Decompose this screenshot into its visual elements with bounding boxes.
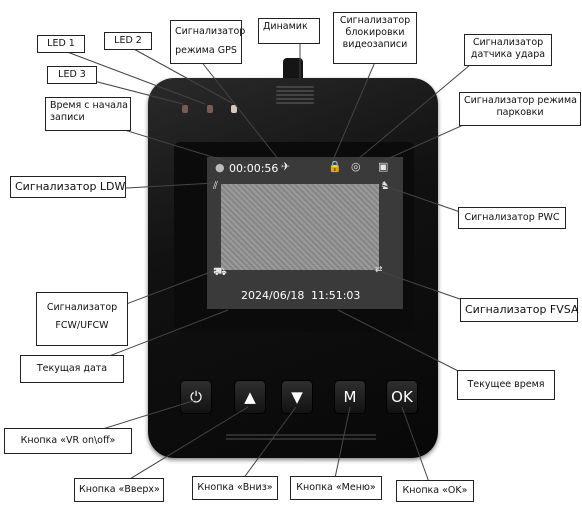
screen-rec-time: 00:00:56 xyxy=(229,162,279,175)
led-3-indicator xyxy=(182,105,188,113)
label-speaker: Динамик xyxy=(258,18,320,44)
label-fcw-line1: Сигнализатор xyxy=(46,302,118,313)
label-lock-line1: Сигнализатор xyxy=(339,15,411,26)
label-fcw: Сигнализатор FCW/UFCW xyxy=(36,292,128,346)
fvsa-icon: ⇄ xyxy=(375,265,383,275)
power-button[interactable]: ⏻ xyxy=(181,381,211,413)
bottom-vent xyxy=(226,432,376,442)
label-video-lock: Сигнализатор блокировки видеозаписи xyxy=(333,12,417,64)
label-gps-mode: Сигнализатор режима GPS xyxy=(170,20,246,64)
label-shock-line2: датчика удара xyxy=(470,49,546,60)
label-recording-time: Время с начала записи xyxy=(45,97,131,131)
label-shock-line1: Сигнализатор xyxy=(472,37,544,48)
speaker-grille xyxy=(276,84,314,110)
camera-preview xyxy=(221,184,379,270)
gps-icon: ✈ xyxy=(281,160,291,173)
label-power-button: Кнопка «VR on\off» xyxy=(4,428,132,454)
label-parking-line1: Сигнализатор режима xyxy=(464,95,577,106)
fcw-icon: ⛟ xyxy=(213,265,227,278)
label-up-button: Кнопка «Вверх» xyxy=(74,478,164,502)
label-down-button: Кнопка «Вниз» xyxy=(192,476,278,500)
display-screen: ● 00:00:56 ✈ 🔒 ◎ ▣ ⫽ ♞ ⛟ ⇄ 2024/06/18 11… xyxy=(207,157,403,309)
record-dot-icon: ● xyxy=(215,161,225,174)
label-parking-line2: парковки xyxy=(496,107,544,118)
label-parking-mode: Сигнализатор режима парковки xyxy=(459,92,581,126)
label-ldw: Сигнализатор LDW xyxy=(10,176,126,198)
screen-date: 2024/06/18 xyxy=(241,289,305,302)
label-rec-time-line2: записи xyxy=(50,112,85,123)
label-lock-line2: блокировки xyxy=(345,27,405,38)
label-led-2: LED 2 xyxy=(104,32,152,50)
label-rec-time-line1: Время с начала xyxy=(50,100,128,111)
label-pwc: Сигнализатор PWC xyxy=(458,207,566,229)
down-button[interactable]: ▼ xyxy=(282,381,312,413)
camera-top-mount xyxy=(283,58,303,82)
label-current-date: Текущая дата xyxy=(20,355,124,383)
label-gps-line1: Сигнализатор xyxy=(175,26,246,37)
parking-mode-icon: ▣ xyxy=(378,160,389,173)
label-fvsa: Сигнализатор FVSA xyxy=(460,298,579,322)
label-fcw-line2: FCW/UFCW xyxy=(55,320,109,331)
ldw-icon: ⫽ xyxy=(213,179,218,192)
shock-sensor-icon: ◎ xyxy=(351,160,361,173)
screen-time: 11:51:03 xyxy=(311,289,361,302)
label-menu-button: Кнопка «Меню» xyxy=(290,476,382,500)
label-led-1: LED 1 xyxy=(37,35,85,53)
lock-icon: 🔒 xyxy=(328,160,342,173)
led-2-indicator xyxy=(231,105,237,113)
label-led-3: LED 3 xyxy=(47,66,97,84)
label-gps-line2: режима GPS xyxy=(175,45,237,56)
label-lock-line3: видеозаписи xyxy=(342,39,408,50)
up-button[interactable]: ▲ xyxy=(235,381,265,413)
label-shock-sensor: Сигнализатор датчика удара xyxy=(464,34,552,66)
label-current-time: Текущее время xyxy=(457,370,555,400)
led-1-indicator xyxy=(207,105,213,113)
label-ok-button: Кнопка «OK» xyxy=(396,480,474,502)
